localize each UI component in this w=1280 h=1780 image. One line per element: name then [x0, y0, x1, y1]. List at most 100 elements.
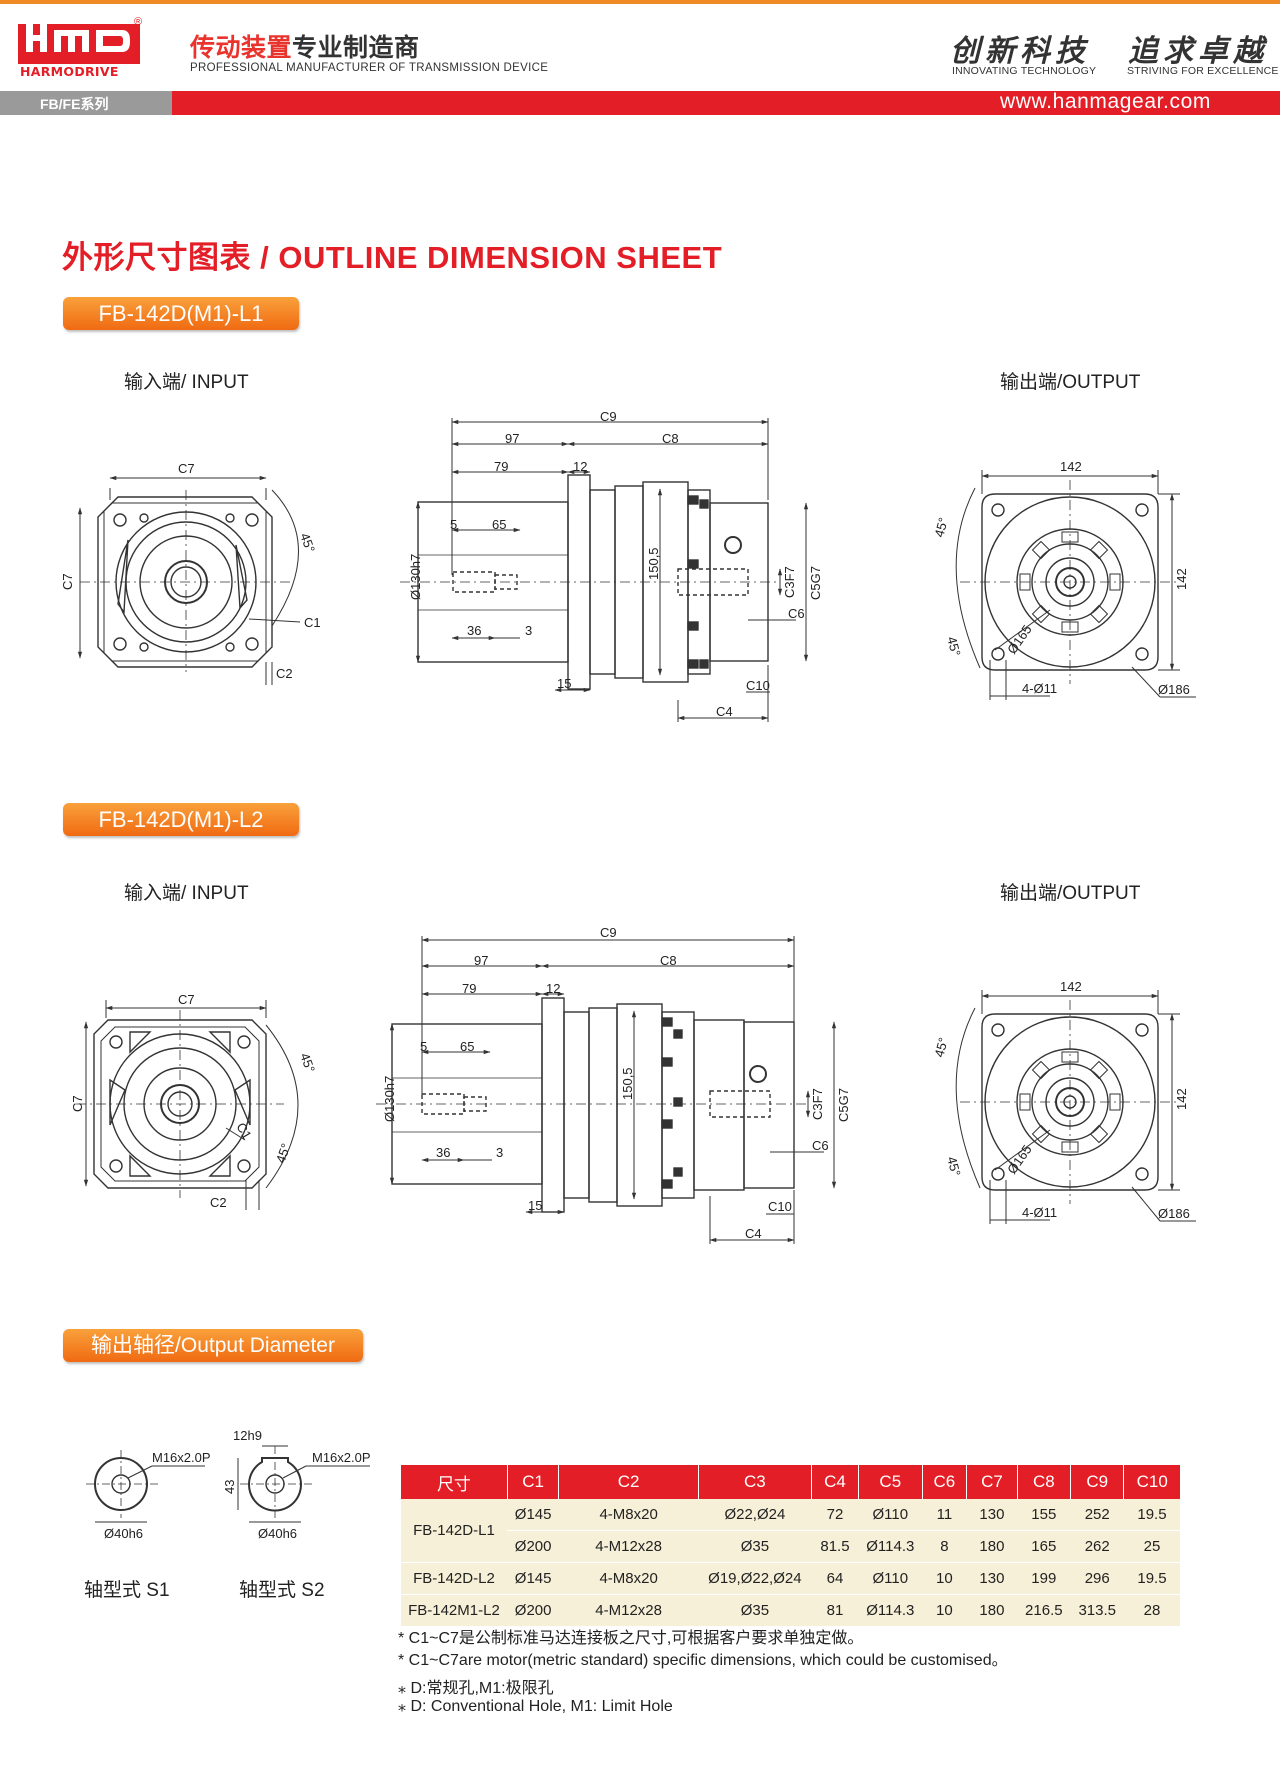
table-cell: 4-M8x20 [558, 1499, 699, 1531]
note-cn-2: ⁎ D:常规孔,M1:极限孔 [398, 1680, 554, 1697]
table-cell: 11 [922, 1499, 967, 1531]
motto-innovating-cn: 创新科技 [950, 34, 1090, 69]
dim-c7-side-l2: C7 [70, 1095, 85, 1112]
input-label-l1: 输入端/ INPUT [124, 372, 249, 393]
dim-d130-l2: Ø130h7 [382, 1076, 397, 1122]
side-view-l2-drawing [376, 997, 810, 1213]
table-cell: 4-M8x20 [558, 1562, 699, 1595]
table-cell: Ø35 [698, 1594, 812, 1627]
table-row: Ø200 4-M12x28 Ø35 81.5 Ø114.3 8 180 165 … [401, 1530, 1180, 1563]
model-cell: FB-142M1-L2 [400, 1594, 508, 1627]
dim-c9-l1: C9 [600, 409, 617, 424]
shaft-s1-drawing [86, 1450, 205, 1523]
tagline-en: PROFESSIONAL MANUFACTURER OF TRANSMISSIO… [190, 62, 549, 74]
dim-36-l2: 36 [436, 1145, 450, 1160]
col-header: 尺寸 [400, 1465, 508, 1499]
table-cell: 10 [922, 1562, 967, 1595]
input-flange-l2-drawing [76, 1010, 284, 1198]
col-header: C3 [697, 1465, 812, 1499]
series-label: FB/FE系列 [40, 96, 109, 112]
dim-1505-l2: 150,5 [620, 1067, 635, 1100]
dim-c4-l2: C4 [745, 1226, 762, 1241]
dimension-table: 尺寸 C1 C2 C3 C4 C5 C6 C7 C8 C9 C10 FB-142… [400, 1465, 1180, 1627]
table-cell: 10 [922, 1594, 967, 1627]
top-accent-line [0, 0, 1280, 4]
dim-angle-out-l1: 45° [931, 516, 951, 539]
s2-thread: M16x2.0P [312, 1450, 371, 1465]
col-header: C5 [858, 1465, 923, 1499]
dim-c2-l1: C2 [276, 666, 293, 681]
dim-142-top-l1: 142 [1060, 459, 1082, 474]
table-cell: Ø110 [858, 1499, 923, 1531]
s2-key: 12h9 [233, 1428, 262, 1443]
table-cell: 8 [922, 1530, 967, 1563]
dim-c6-l1: C6 [788, 606, 805, 621]
table-row: FB-142D-L1 Ø145 4-M8x20 Ø22,Ø24 72 Ø110 … [400, 1499, 1180, 1563]
dim-c9-l2: C9 [600, 925, 617, 940]
table-header-row: 尺寸 C1 C2 C3 C4 C5 C6 C7 C8 C9 C10 [400, 1465, 1180, 1499]
note-cn-1: * C1~C7是公制标准马达连接板之尺寸,可根据客户要求单独定做。 [398, 1630, 864, 1647]
dim-97-l2: 97 [474, 953, 488, 968]
dim-angle-out2-l1: 45° [944, 635, 964, 658]
model-cell: FB-142D-L2 [400, 1562, 508, 1595]
dim-c1-l2: C1 [233, 1120, 254, 1142]
dim-1505-l1: 150,5 [646, 547, 661, 580]
side-view-l1-drawing [400, 474, 780, 690]
dim-d186-l2: Ø186 [1158, 1206, 1190, 1221]
output-label-l2: 输出端/OUTPUT [1000, 883, 1141, 904]
dim-holes-l2: 4-Ø11 [1022, 1205, 1057, 1220]
dim-c8-l1: C8 [662, 431, 679, 446]
motto-striving-en: STRIVING FOR EXCELLENCE [1127, 65, 1279, 77]
note-en-2: ⁎ D: Conventional Hole, M1: Limit Hole [398, 1698, 673, 1715]
s1-thread: M16x2.0P [152, 1450, 211, 1465]
shaft-s1-label: 轴型式 S1 [84, 1580, 170, 1601]
s1-dia: Ø40h6 [104, 1526, 143, 1541]
header-red-bar [172, 91, 1280, 115]
dim-5-l2: 5 [420, 1039, 427, 1054]
col-header: C4 [810, 1465, 859, 1499]
table-cell: Ø145 [507, 1562, 559, 1595]
series-bar [0, 91, 172, 115]
dim-c4-l1: C4 [716, 704, 733, 719]
col-header: C6 [921, 1465, 967, 1499]
col-header: C1 [506, 1465, 559, 1499]
table-cell: Ø114.3 [858, 1530, 923, 1563]
tagline-cn-highlight: 传动装置 [190, 33, 293, 62]
input-flange-l1-drawing [80, 490, 292, 672]
dim-79-l2: 79 [462, 981, 476, 996]
section-pill-l1: FB-142D(M1)-L1 [63, 297, 299, 330]
dim-d186-l1: Ø186 [1158, 682, 1190, 697]
section-pill-l2: FB-142D(M1)-L2 [63, 803, 299, 836]
table-cell: 81 [811, 1594, 859, 1627]
table-cell: 130 [966, 1562, 1018, 1595]
model-cell: FB-142D-L1 [400, 1499, 508, 1563]
table-cell: Ø19,Ø22,Ø24 [698, 1562, 812, 1595]
dim-36-l1: 36 [467, 623, 481, 638]
table-cell: Ø200 [507, 1594, 559, 1627]
registered-mark: ® [134, 16, 143, 28]
dim-d165-l1: Ø165 [1004, 622, 1035, 657]
table-cell: 199 [1017, 1562, 1071, 1595]
website-link[interactable]: www.hanmagear.com [1000, 90, 1211, 113]
table-cell: Ø22,Ø24 [698, 1499, 812, 1531]
dim-97-l1: 97 [505, 431, 519, 446]
dim-c7-top-l2: C7 [178, 992, 195, 1007]
dim-12-l2: 12 [546, 981, 560, 996]
shaft-s2-drawing [237, 1445, 370, 1523]
table-cell: 216.5 [1017, 1594, 1071, 1627]
dim-15-l1: 15 [557, 676, 571, 691]
table-cell: 252 [1070, 1499, 1124, 1531]
dim-c3-l2: C3F7 [810, 1088, 825, 1120]
output-flange-l1-drawing [960, 480, 1180, 684]
table-cell: Ø200 [507, 1530, 559, 1563]
table-cell: 19.5 [1123, 1562, 1180, 1595]
dim-angle-out2-l2: 45° [944, 1155, 964, 1178]
dim-holes-l1: 4-Ø11 [1022, 681, 1057, 696]
dim-c10-l2: C10 [768, 1199, 792, 1214]
dim-c1-l1: C1 [304, 615, 321, 630]
table-cell: 4-M12x28 [558, 1530, 699, 1563]
table-cell: 25 [1123, 1530, 1180, 1563]
table-cell: Ø35 [698, 1530, 812, 1563]
dim-c6-l2: C6 [812, 1138, 829, 1153]
dim-c8-l2: C8 [660, 953, 677, 968]
